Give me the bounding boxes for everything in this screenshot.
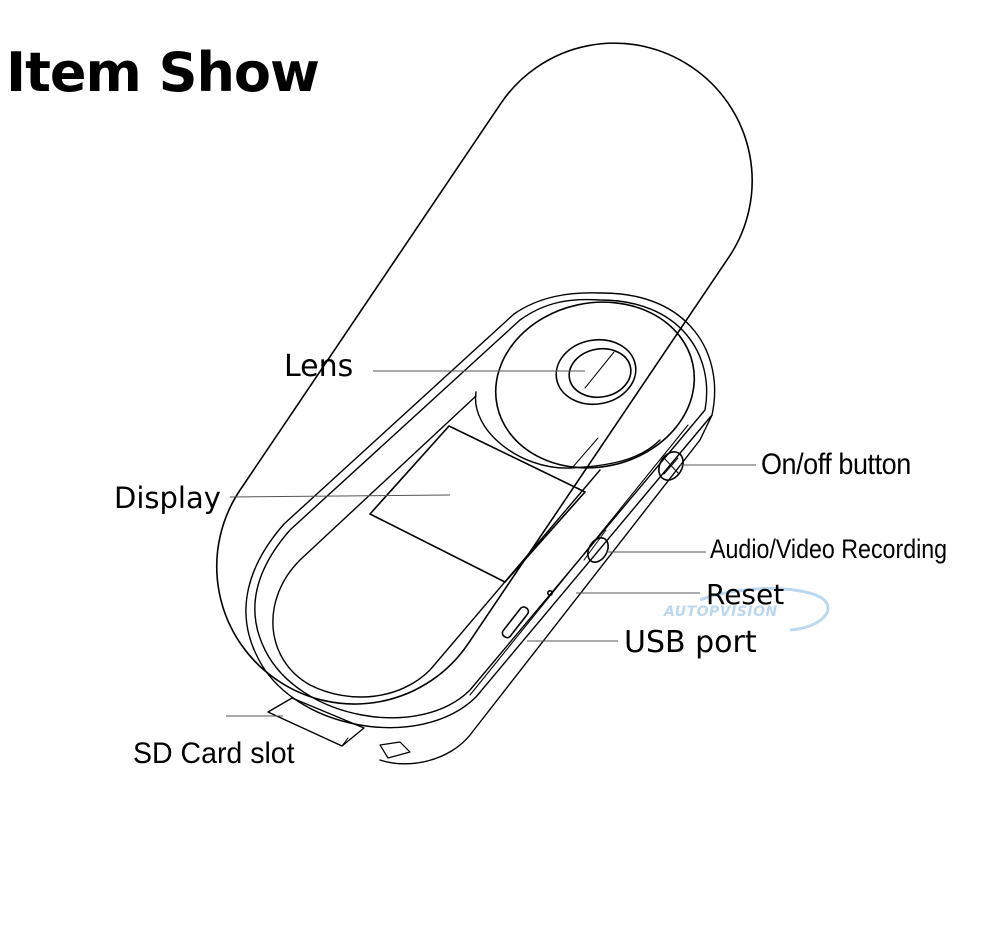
lens-outer-ring [555, 338, 637, 406]
side-edge [379, 414, 713, 765]
lens-glare [584, 351, 615, 389]
lens-inner-ring [568, 347, 632, 399]
reset-hole-shape [546, 589, 553, 596]
label-sd-card-slot: SD Card slot [133, 737, 295, 770]
watermark-logo [699, 587, 830, 632]
on-off-button-shape [658, 451, 684, 481]
record-button-shape [587, 537, 609, 563]
outer-rim [245, 292, 716, 729]
page-title: Item Show [6, 41, 320, 104]
inner-rim [254, 298, 708, 719]
label-on-off-button: On/off button [761, 448, 911, 481]
sd-card-shape [267, 697, 365, 747]
side-edge-inner [469, 424, 689, 696]
sd-card-edge [341, 737, 349, 747]
label-audio-video-recording: Audio/Video Recording [710, 534, 948, 564]
lower-panel [272, 395, 601, 698]
lens-panel-divider [474, 391, 661, 469]
record-button-slot [583, 529, 607, 561]
label-usb-port: USB port [624, 625, 757, 660]
lens-panel-tick [571, 437, 599, 469]
leader-display [229, 494, 451, 498]
label-lens: Lens [284, 349, 354, 384]
leader-lines [226, 370, 756, 717]
device-body [215, 42, 753, 705]
label-display: Display [114, 481, 221, 515]
usb-port-shape [501, 606, 530, 639]
on-off-button-hatch-2 [663, 457, 679, 475]
camera-device-drawing [215, 42, 753, 765]
clip-bottom [379, 741, 411, 759]
label-reset: Reset [706, 578, 785, 611]
lens-housing [494, 301, 696, 469]
watermark-text: AUTOPVISION [664, 604, 778, 620]
